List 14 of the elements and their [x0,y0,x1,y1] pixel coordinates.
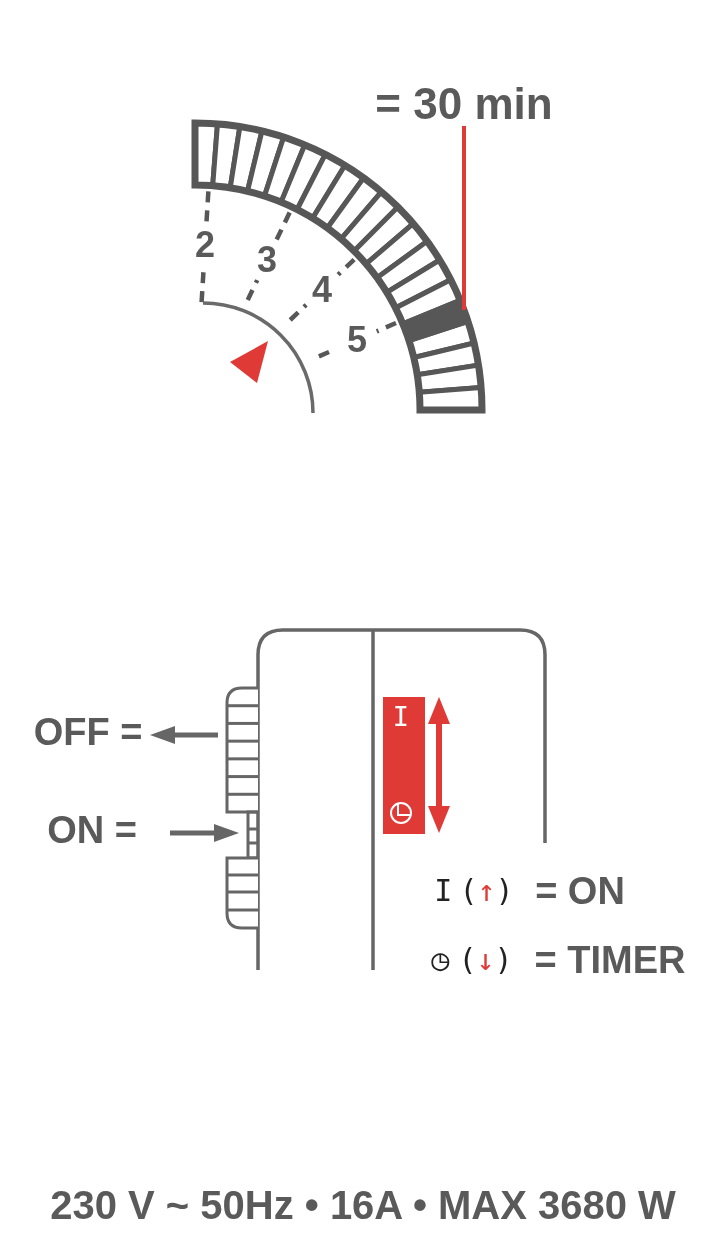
slider-symbol: I [392,702,410,730]
dial-number: 4 [312,272,332,308]
switch-label: OFF = [33,713,143,751]
dial-number: 2 [195,227,215,263]
rating-text: 230 V ~ 50Hz • 16A • MAX 3680 W [50,1185,676,1225]
switch-label: ON = [47,811,137,849]
symbol-key: I (↑) [434,876,514,906]
symbol-key: ◷ (↓) [431,945,513,975]
key-text: = TIMER [534,941,686,979]
dial-number: 5 [347,322,367,358]
leader-line [462,126,466,310]
key-text: = ON [535,872,625,910]
duration-label: = 30 min [375,82,553,126]
dial-number: 3 [257,242,277,278]
